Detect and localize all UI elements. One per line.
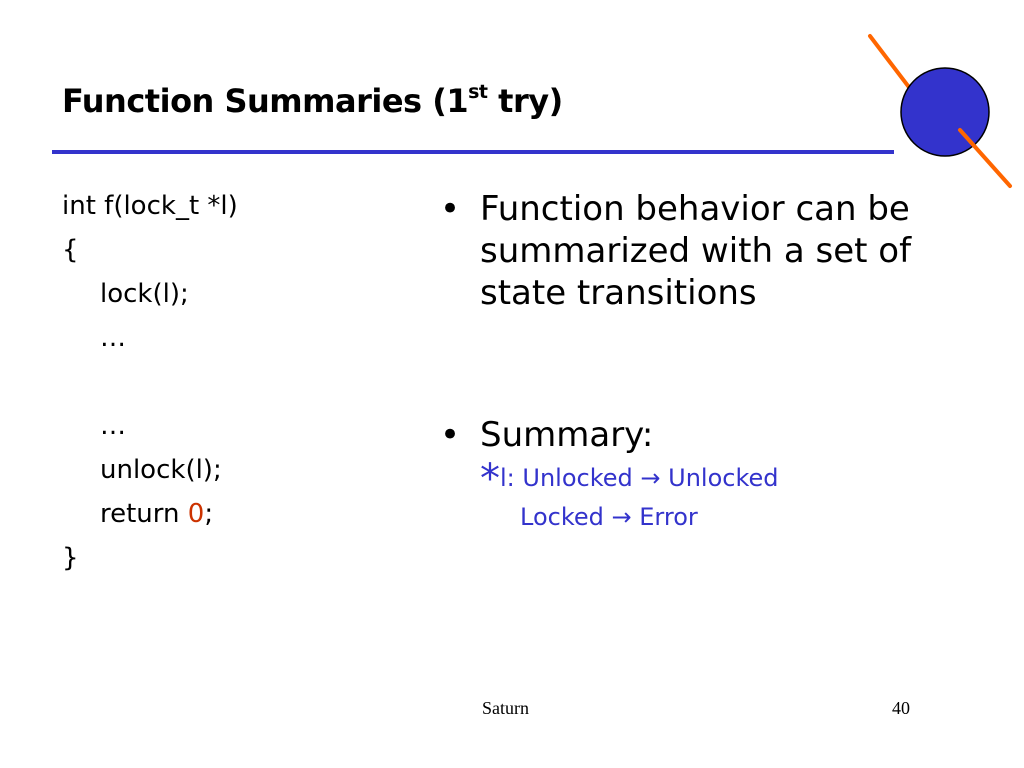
footer-label: Saturn — [482, 698, 529, 718]
code-block: int f(lock_t *l) { lock(l); … … unlock(l… — [62, 184, 238, 580]
slide-title: Function Summaries (1st try) — [62, 81, 563, 120]
title-superscript: st — [468, 81, 488, 104]
bullet-function-behavior: • Function behavior can be summarized wi… — [440, 188, 1000, 314]
transition-1-from: l: Unlocked — [500, 464, 633, 492]
code-line-return: return 0; — [62, 492, 238, 536]
title-tail: try) — [487, 82, 563, 120]
arrow-right-icon: → — [611, 503, 632, 531]
return-keyword: return — [100, 499, 188, 529]
title-underline — [52, 150, 894, 154]
star-marker: * — [480, 456, 500, 502]
bullet-summary: • Summary: — [440, 414, 1000, 456]
code-line-ellipsis-2: … — [100, 411, 126, 441]
saturn-planet-icon — [868, 34, 1012, 188]
bullet-list: • Function behavior can be summarized wi… — [440, 188, 1000, 539]
bullet-text-line-3: state transitions — [480, 273, 757, 313]
code-line-ellipsis-1: … — [100, 323, 126, 353]
bullet-text-line-2: summarized with a set of — [480, 231, 912, 271]
return-semicolon: ; — [204, 499, 214, 529]
code-line-blank — [62, 360, 238, 404]
summary-transition-1: *l: Unlocked → Unlocked — [440, 456, 1000, 501]
return-value-zero: 0 — [187, 499, 205, 529]
bullet-text-line-1: Function behavior can be — [480, 189, 910, 229]
bullet-dot: • — [440, 189, 461, 229]
code-line-signature: int f(lock_t *l) — [62, 191, 238, 221]
transition-2-from: Locked — [520, 503, 604, 531]
summary-transition-2: Locked → Error — [440, 495, 1000, 539]
page-number: 40 — [892, 698, 910, 718]
code-line-lock: lock(l); — [100, 279, 189, 309]
bullet-summary-label: Summary: — [480, 415, 654, 455]
code-line-open-brace: { — [62, 235, 79, 265]
arrow-right-icon: → — [640, 464, 661, 492]
bullet-dot: • — [440, 415, 461, 455]
transition-1-to: Unlocked — [668, 464, 779, 492]
code-line-unlock: unlock(l); — [100, 455, 222, 485]
transition-2-to: Error — [639, 503, 698, 531]
title-main: Function Summaries (1 — [62, 82, 469, 120]
code-line-close-brace: } — [62, 543, 79, 573]
